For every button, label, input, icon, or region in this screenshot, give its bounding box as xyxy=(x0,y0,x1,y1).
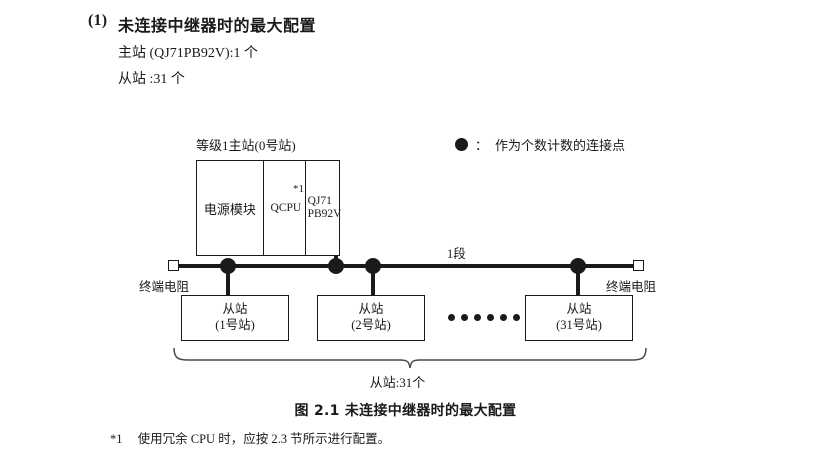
slave-31-station: (31号站) xyxy=(556,318,602,332)
slave-31-name: 从站 xyxy=(566,302,592,317)
footnote: *1 使用冗余 CPU 时，应按 2.3 节所示进行配置。 xyxy=(110,428,390,447)
terminator-left-label: 终端电阻 xyxy=(139,280,190,294)
connection-point-dot-icon-slave-31 xyxy=(570,258,586,274)
trunk-bus-line xyxy=(176,264,638,268)
footnote-text: 使用冗余 CPU 时，应按 2.3 节所示进行配置。 xyxy=(137,432,391,446)
qcpu-label: QCPU xyxy=(270,202,302,214)
qj71pb92v-module-cell: QJ71 PB92V xyxy=(306,161,342,255)
heading-number: (1) xyxy=(88,12,108,29)
qj71pb92v-label-line1: QJ71 xyxy=(307,194,332,207)
slave-total-count-label: 从站:31个 xyxy=(0,372,821,391)
ellipsis-icon xyxy=(448,314,520,321)
connection-point-dot-icon-slave-1 xyxy=(220,258,236,274)
footnote-mark: *1 xyxy=(110,432,123,446)
slave-2-station: (2号站) xyxy=(351,318,391,332)
connection-point-dot-icon-master xyxy=(328,258,344,274)
terminator-left-icon xyxy=(168,260,179,271)
slave-31-drop-line xyxy=(576,266,580,296)
master-module-assembly: 电源模块 QCPU *1 QJ71 PB92V xyxy=(196,160,342,256)
qcpu-module-cell: QCPU *1 xyxy=(264,161,306,255)
legend-label: 作为个数计数的连接点 xyxy=(495,138,626,153)
connection-point-dot-icon xyxy=(455,138,468,151)
spec-slave-count: 从站 :31 个 xyxy=(118,72,185,87)
slave-total-count-text: 从站:31个 xyxy=(369,375,426,390)
power-supply-label: 电源模块 xyxy=(203,201,256,217)
slave-station-box-2: 从站 (2号站) xyxy=(317,295,425,341)
master-station-label: 等级1主站(0号站) xyxy=(196,138,296,153)
slave-2-name: 从站 xyxy=(358,302,384,317)
slave-station-box-1: 从站 (1号站) xyxy=(181,295,289,341)
slave-1-drop-line xyxy=(226,266,230,296)
legend-separator: ： xyxy=(475,138,489,153)
qj71pb92v-label: QJ71 PB92V xyxy=(308,195,342,221)
figure-caption-text: 图 2.1 未连接中继器时的最大配置 xyxy=(294,403,517,419)
slave-2-drop-line xyxy=(371,266,375,296)
terminator-right-icon xyxy=(633,260,644,271)
page-title: 未连接中继器时的最大配置 xyxy=(118,16,317,35)
terminator-right-label: 终端电阻 xyxy=(606,280,657,294)
slave-group-brace xyxy=(170,347,650,374)
qj71pb92v-label-line2: PB92V xyxy=(307,208,342,220)
connection-point-dot-icon-slave-2 xyxy=(365,258,381,274)
segment-label: 1段 xyxy=(447,247,466,261)
figure-caption: 图 2.1 未连接中继器时的最大配置 xyxy=(0,400,821,420)
footnote-reference-mark: *1 xyxy=(293,183,304,195)
slave-1-station: (1号站) xyxy=(215,318,255,332)
slave-1-name: 从站 xyxy=(222,302,248,317)
legend: ： 作为个数计数的连接点 xyxy=(455,135,625,154)
spec-master-count: 主站 (QJ71PB92V):1 个 xyxy=(118,46,259,61)
slave-station-box-31: 从站 (31号站) xyxy=(525,295,633,341)
power-supply-module-cell: 电源模块 xyxy=(197,161,264,255)
